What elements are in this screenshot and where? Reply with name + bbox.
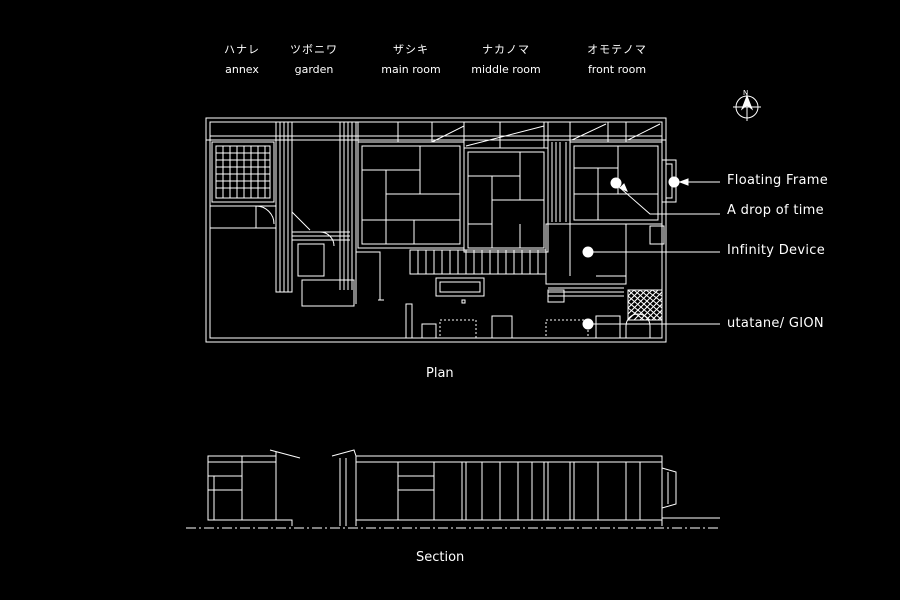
section-drawing <box>186 450 720 528</box>
room-label-garden: ツボニワ garden <box>259 41 369 76</box>
room-label-jp: ツボニワ <box>290 43 338 56</box>
callout-a-drop-of-time[interactable]: A drop of time <box>727 203 824 218</box>
room-label-front-room: オモテノマ front room <box>562 41 672 76</box>
compass-icon <box>733 93 761 121</box>
room-label-en: garden <box>294 63 334 76</box>
room-label-en: front room <box>587 63 647 76</box>
room-label-annex: ハナレ annex <box>187 41 297 76</box>
marker-utatane-gion[interactable] <box>582 318 594 330</box>
marker-floating-frame[interactable] <box>668 176 680 188</box>
hatched-block <box>628 290 662 320</box>
marker-infinity-device[interactable] <box>582 246 594 258</box>
callout-leaders <box>590 179 720 324</box>
room-label-en: annex <box>225 63 259 76</box>
callout-floating-frame[interactable]: Floating Frame <box>727 173 829 188</box>
annex-grid-window <box>216 146 270 198</box>
room-label-jp: ハナレ <box>224 43 260 56</box>
callout-infinity-device[interactable]: Infinity Device <box>727 243 825 258</box>
callout-utatane-gion[interactable]: utatane/ GION <box>727 316 824 331</box>
room-label-middle-room: ナカノマ middle room <box>451 41 561 76</box>
room-label-jp: オモテノマ <box>587 43 647 56</box>
room-label-en: middle room <box>471 63 541 76</box>
room-label-jp: ザシキ <box>393 43 429 56</box>
marker-a-drop-of-time[interactable] <box>610 177 622 189</box>
room-label-jp: ナカノマ <box>482 43 530 56</box>
plan-caption: Plan <box>426 366 454 381</box>
room-label-en: main room <box>381 63 441 76</box>
room-label-main-room: ザシキ main room <box>356 41 466 76</box>
compass-label: N <box>743 89 749 97</box>
section-caption: Section <box>416 550 465 565</box>
floor-plan <box>206 118 676 342</box>
